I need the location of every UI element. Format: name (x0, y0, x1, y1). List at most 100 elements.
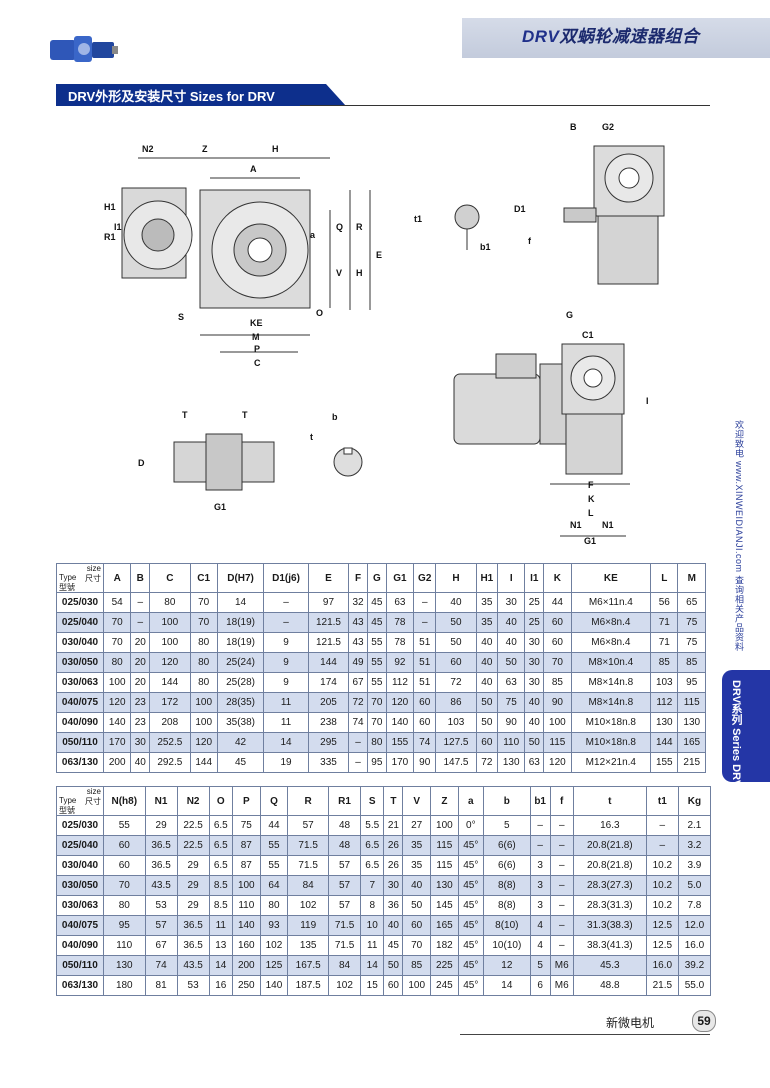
value-cell: 3 (529, 875, 551, 896)
value-cell: 40 (497, 632, 526, 653)
type-cell: 030/050 (56, 875, 104, 896)
value-cell: 60 (475, 732, 499, 753)
value-cell: 180 (103, 975, 146, 996)
value-cell: – (549, 935, 574, 956)
value-cell: 100 (430, 815, 459, 836)
type-cell: 040/090 (56, 712, 104, 733)
value-cell: M10×18n.8 (570, 732, 652, 753)
value-cell: 71.5 (328, 935, 362, 956)
value-cell: 252.5 (149, 732, 191, 753)
value-cell: 147.5 (435, 752, 477, 773)
value-cell: 63 (497, 672, 526, 693)
value-cell: 27 (402, 815, 432, 836)
value-cell: 8 (360, 895, 385, 916)
dim-G1-shaft: G1 (214, 502, 226, 512)
value-cell: 8(10) (482, 915, 531, 936)
value-cell: – (549, 835, 574, 856)
value-cell: 60 (103, 855, 146, 876)
value-cell: 57 (328, 875, 362, 896)
value-cell: 55 (366, 652, 387, 673)
column-header: F (348, 563, 368, 593)
dim-T-left: T (182, 410, 188, 420)
column-header: E (307, 563, 350, 593)
value-cell: 200 (102, 752, 132, 773)
value-cell: 48 (328, 835, 362, 856)
value-cell: 60 (383, 975, 404, 996)
value-cell: 71 (650, 612, 679, 633)
value-cell: 45° (457, 875, 484, 896)
value-cell: 205 (307, 692, 350, 713)
value-cell: 130 (103, 955, 146, 976)
value-cell: 60 (103, 835, 146, 856)
value-cell: 130 (650, 712, 679, 733)
type-cell: 030/063 (56, 672, 104, 693)
value-cell: 12.5 (645, 915, 679, 936)
value-cell: 30 (524, 672, 545, 693)
value-cell: 63 (524, 752, 545, 773)
value-cell: 5 (529, 955, 551, 976)
type-cell: 030/040 (56, 632, 104, 653)
value-cell: 25 (524, 592, 545, 613)
value-cell: 6 (529, 975, 551, 996)
value-cell: 40 (383, 915, 404, 936)
value-cell: 36.5 (144, 835, 178, 856)
value-cell: 70 (103, 875, 146, 896)
value-cell: 120 (543, 752, 572, 773)
value-cell: 40 (524, 692, 545, 713)
dim-b: b (332, 412, 338, 422)
value-cell: 292.5 (149, 752, 191, 773)
value-cell: 14 (216, 592, 265, 613)
value-cell: 11 (263, 692, 309, 713)
corner-cn2: 型號 (59, 806, 75, 815)
value-cell: 30 (524, 632, 545, 653)
value-cell: 30 (383, 875, 404, 896)
column-header: H1 (475, 563, 499, 593)
value-cell: 45° (457, 915, 484, 936)
value-cell: 48.8 (572, 975, 647, 996)
side-view-drawing: B G2 D1 f (514, 122, 665, 285)
column-header: f (549, 786, 574, 816)
value-cell: 55 (259, 855, 289, 876)
dim-P: P (254, 344, 260, 354)
value-cell: – (645, 835, 679, 856)
type-cell: 025/040 (56, 612, 104, 633)
value-cell: 3.9 (677, 855, 712, 876)
value-cell: 55.0 (677, 975, 712, 996)
value-cell: 64 (259, 875, 289, 896)
value-cell: 120 (189, 732, 218, 753)
value-cell: 21 (383, 815, 404, 836)
value-cell: – (413, 592, 437, 613)
value-cell: 35 (475, 612, 499, 633)
value-cell: 30 (524, 652, 545, 673)
dim-R: R (356, 222, 363, 232)
main-dimension-drawing: N2 Z H A H1 R1 I1 a Q R V H E S O KE M P… (104, 144, 382, 368)
dim-b1: b1 (480, 242, 491, 252)
value-cell: M6 (549, 955, 574, 976)
value-cell: 8(8) (482, 875, 531, 896)
value-cell: 70 (366, 692, 387, 713)
value-cell: 28.3(31.3) (572, 895, 647, 916)
dim-N2: N2 (142, 144, 154, 154)
value-cell: 60 (413, 692, 437, 713)
value-cell: 70 (543, 652, 572, 673)
value-cell: M8×14n.8 (570, 692, 652, 713)
dim-K: K (588, 494, 595, 504)
corner-cn2: 型號 (59, 583, 75, 592)
value-cell: 43 (348, 612, 368, 633)
value-cell: 8(8) (482, 895, 531, 916)
value-cell: 45° (457, 955, 484, 976)
tab-en: Series DRV (730, 728, 742, 788)
value-cell: – (348, 732, 368, 753)
value-cell: 144 (149, 672, 191, 693)
type-cell: 025/040 (56, 835, 104, 856)
value-cell: 110 (103, 935, 146, 956)
dim-N1-right: N1 (602, 520, 614, 530)
value-cell: 20.8(21.8) (572, 855, 647, 876)
dim-G: G (566, 310, 573, 320)
value-cell: 14 (482, 975, 531, 996)
value-cell: 187.5 (287, 975, 330, 996)
